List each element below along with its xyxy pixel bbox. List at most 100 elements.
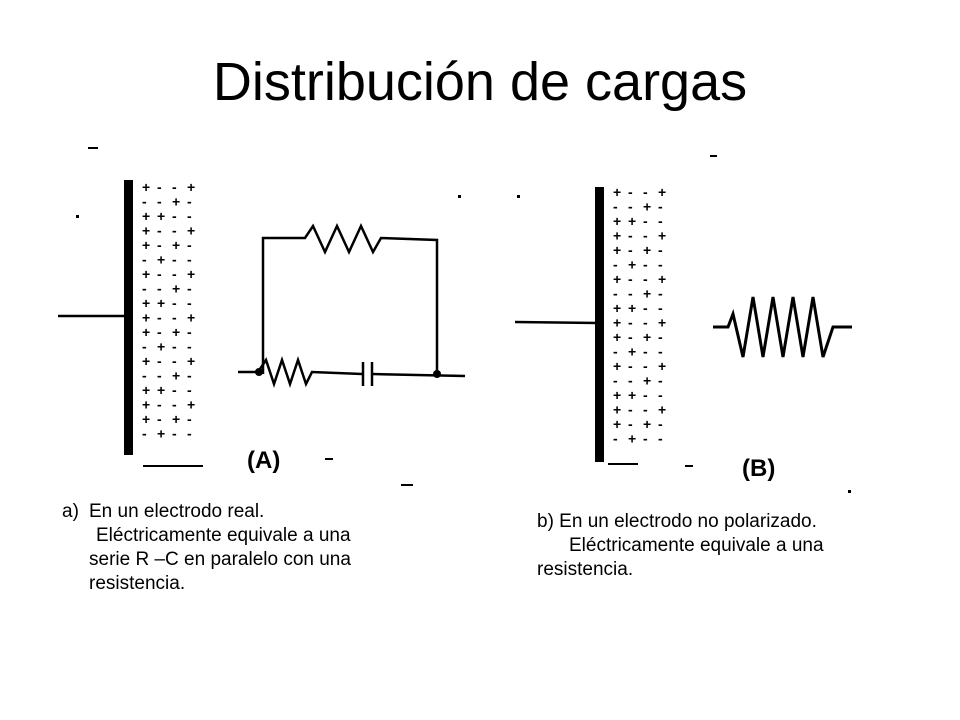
- negative-charge: -: [658, 431, 663, 447]
- positive-charge: +: [628, 431, 636, 447]
- positive-charge: +: [613, 184, 621, 200]
- electrode-a-charge-layer: +--+--+-++--+--++-+--+--+--+--+-++--+--+…: [142, 179, 195, 442]
- caption-b-line-3: resistencia.: [537, 559, 634, 580]
- positive-charge: +: [157, 208, 165, 224]
- negative-charge: -: [628, 242, 633, 258]
- negative-charge: -: [643, 184, 648, 200]
- negative-charge: -: [628, 315, 633, 331]
- positive-charge: +: [658, 271, 666, 287]
- caption-a-line-3: serie R –C en paralelo con una: [89, 549, 351, 570]
- negative-charge: -: [157, 324, 162, 340]
- positive-charge: +: [643, 416, 651, 432]
- negative-charge: -: [658, 373, 663, 389]
- negative-charge: -: [142, 252, 147, 268]
- caption-b-line-2: Eléctricamente equivale a una: [569, 535, 824, 556]
- positive-charge: +: [658, 184, 666, 200]
- positive-charge: +: [187, 397, 195, 413]
- caption-a-line-2: Eléctricamente equivale a una: [96, 525, 351, 546]
- positive-charge: +: [172, 237, 180, 253]
- negative-charge: -: [643, 300, 648, 316]
- positive-charge: +: [142, 353, 150, 369]
- negative-charge: -: [142, 368, 147, 384]
- negative-charge: -: [172, 310, 177, 326]
- negative-charge: -: [172, 266, 177, 282]
- positive-charge: +: [157, 295, 165, 311]
- positive-charge: +: [658, 228, 666, 244]
- positive-charge: +: [613, 387, 621, 403]
- positive-charge: +: [613, 300, 621, 316]
- figure-a-label: (A): [247, 447, 280, 474]
- negative-charge: -: [643, 213, 648, 229]
- negative-charge: -: [157, 179, 162, 195]
- rc-parallel-circuit: [238, 223, 466, 388]
- negative-charge: -: [628, 358, 633, 374]
- positive-charge: +: [187, 266, 195, 282]
- negative-charge: -: [187, 208, 192, 224]
- caption-b-line-1: b) En un electrodo no polarizado.: [537, 511, 817, 532]
- negative-charge: -: [187, 194, 192, 210]
- positive-charge: +: [628, 300, 636, 316]
- negative-charge: -: [157, 353, 162, 369]
- positive-charge: +: [613, 358, 621, 374]
- positive-charge: +: [628, 387, 636, 403]
- negative-charge: -: [142, 194, 147, 210]
- caption-b: b) En un electrodo no polarizado. Eléctr…: [537, 510, 937, 582]
- positive-charge: +: [142, 324, 150, 340]
- electrode-b-charge-layer: +--+--+-++--+--++-+--+--+--+--+-++--+--+…: [613, 184, 666, 447]
- negative-charge: -: [658, 199, 663, 215]
- negative-charge: -: [658, 329, 663, 345]
- positive-charge: +: [142, 179, 150, 195]
- negative-charge: -: [643, 228, 648, 244]
- negative-charge: -: [157, 194, 162, 210]
- negative-charge: -: [658, 387, 663, 403]
- positive-charge: +: [613, 271, 621, 287]
- positive-charge: +: [172, 281, 180, 297]
- positive-charge: +: [172, 411, 180, 427]
- positive-charge: +: [613, 416, 621, 432]
- negative-charge: -: [187, 426, 192, 442]
- positive-charge: +: [613, 242, 621, 258]
- negative-charge: -: [187, 295, 192, 311]
- junction-dot-left: [255, 368, 263, 376]
- negative-charge: -: [643, 344, 648, 360]
- negative-charge: -: [658, 213, 663, 229]
- negative-charge: -: [658, 286, 663, 302]
- negative-charge: -: [658, 257, 663, 273]
- negative-charge: -: [658, 344, 663, 360]
- negative-charge: -: [157, 266, 162, 282]
- negative-charge: -: [643, 271, 648, 287]
- positive-charge: +: [613, 228, 621, 244]
- positive-charge: +: [142, 223, 150, 239]
- negative-charge: -: [613, 344, 618, 360]
- negative-charge: -: [172, 339, 177, 355]
- positive-charge: +: [142, 397, 150, 413]
- positive-charge: +: [187, 223, 195, 239]
- negative-charge: -: [172, 397, 177, 413]
- positive-charge: +: [142, 237, 150, 253]
- scan-noise: [76, 147, 851, 493]
- positive-charge: +: [142, 310, 150, 326]
- positive-charge: +: [142, 411, 150, 427]
- figure-a: +--+--+-++--+--++-+--+--+--+--+-++--+--+…: [58, 179, 466, 474]
- negative-charge: -: [628, 373, 633, 389]
- positive-charge: +: [643, 199, 651, 215]
- negative-charge: -: [187, 237, 192, 253]
- negative-charge: -: [172, 179, 177, 195]
- negative-charge: -: [187, 368, 192, 384]
- positive-charge: +: [658, 315, 666, 331]
- positive-charge: +: [142, 266, 150, 282]
- negative-charge: -: [142, 426, 147, 442]
- negative-charge: -: [628, 329, 633, 345]
- positive-charge: +: [172, 194, 180, 210]
- positive-charge: +: [628, 344, 636, 360]
- positive-charge: +: [157, 339, 165, 355]
- negative-charge: -: [172, 426, 177, 442]
- negative-charge: -: [628, 199, 633, 215]
- negative-charge: -: [157, 310, 162, 326]
- positive-charge: +: [643, 329, 651, 345]
- negative-charge: -: [628, 271, 633, 287]
- series-resistor: [238, 356, 363, 388]
- negative-charge: -: [172, 382, 177, 398]
- negative-charge: -: [142, 281, 147, 297]
- negative-charge: -: [658, 242, 663, 258]
